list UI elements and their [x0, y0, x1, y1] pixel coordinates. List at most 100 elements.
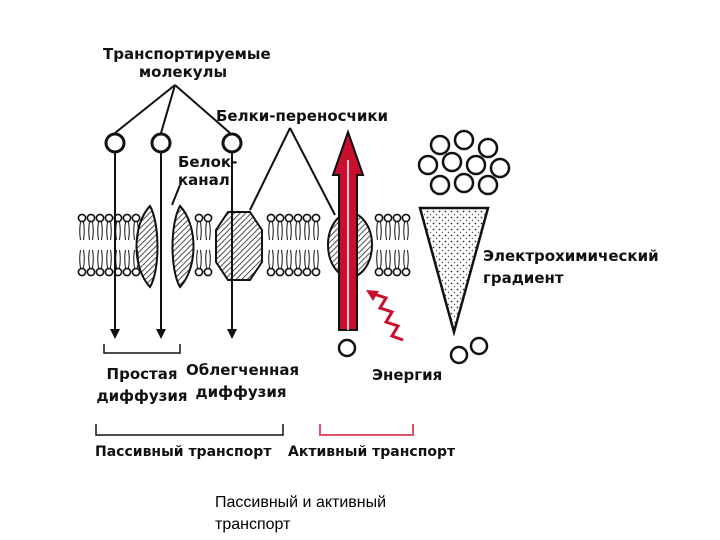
gradient-molecule: [449, 336, 489, 365]
cluster-molecule: [489, 157, 511, 179]
label-line: канал: [178, 171, 230, 189]
channel-protein-label: Белок- канал: [178, 153, 237, 189]
channel-protein: [135, 204, 195, 289]
lipid-head: [194, 213, 204, 223]
cluster-molecule: [477, 174, 499, 196]
active-transport-bracket: [319, 424, 414, 436]
label-line: Электрохимический: [483, 247, 659, 265]
channel-pointer-line: [171, 184, 181, 206]
lipid-head: [86, 267, 96, 277]
transported-molecules-label: Транспортируемые молекулы: [103, 45, 271, 81]
lipid-tail: [106, 249, 112, 269]
lipid-tail: [277, 249, 283, 269]
lipid-bilayer: [77, 213, 411, 277]
label-line: Простая: [106, 365, 178, 383]
lipid-head: [77, 213, 87, 223]
lipid-tail: [403, 249, 409, 269]
energy-arrow: [366, 290, 404, 342]
molecule-cluster: [417, 129, 511, 196]
lipid-tail: [394, 221, 400, 241]
carrier-proteins-label: Белки-переносчики: [216, 107, 389, 125]
active-transport-label: Активный транспорт: [288, 444, 456, 460]
lipid-head: [95, 267, 105, 277]
lipid-tail: [205, 249, 211, 269]
label-line: Облегченная: [186, 361, 300, 379]
lipid-tail: [295, 221, 301, 241]
cluster-molecule: [453, 129, 475, 151]
lipid-tail: [115, 221, 121, 241]
lipid-tail: [304, 221, 310, 241]
lipid-tail: [88, 221, 94, 241]
active-transport-arrow: [331, 128, 365, 331]
simple-diffusion-label: Простая диффузия: [92, 365, 192, 405]
lipid-head: [77, 267, 87, 277]
caption-line: транспорт: [215, 516, 291, 533]
lipid-tail: [385, 249, 391, 269]
lipid-head: [131, 213, 141, 223]
lipid-tail: [313, 249, 319, 269]
electrochemical-gradient-wedge: [418, 206, 490, 337]
lipid-head: [311, 213, 321, 223]
lipid-tail: [268, 249, 274, 269]
passive-transport-label: Пассивный транспорт: [95, 444, 272, 460]
molecule-pointer-lines: [114, 84, 231, 134]
diffusion-arrow: [110, 152, 237, 339]
lipid-head: [122, 267, 132, 277]
lipid-tail: [88, 249, 94, 269]
transported-molecule: [104, 132, 243, 154]
label-line: Транспортируемые: [103, 45, 271, 63]
label-line: диффузия: [96, 387, 188, 405]
cluster-molecule: [453, 172, 475, 194]
cluster-molecule: [429, 134, 451, 156]
lipid-tail: [277, 221, 283, 241]
label-line: молекулы: [138, 63, 228, 81]
lipid-tail: [196, 249, 202, 269]
lipid-tail: [97, 249, 103, 269]
figure-caption: Пассивный и активный транспорт: [215, 492, 386, 536]
lipid-tail: [376, 221, 382, 241]
carrier-protein-passive: [215, 211, 263, 281]
lipid-head: [86, 213, 96, 223]
electrochemical-gradient-label: Электрохимический градиент: [483, 247, 659, 287]
lipid-head: [311, 267, 321, 277]
lipid-tail: [403, 221, 409, 241]
lipid-head: [293, 213, 303, 223]
lipid-head: [284, 213, 294, 223]
lipid-tail: [286, 221, 292, 241]
lipid-tail: [286, 249, 292, 269]
lipid-tail: [268, 221, 274, 241]
lipid-head: [392, 213, 402, 223]
cluster-molecule: [429, 174, 451, 196]
facilitated-diffusion-label: Облегченная диффузия: [186, 361, 300, 401]
lipid-head: [284, 267, 294, 277]
passive-transport-bracket: [95, 424, 284, 436]
active-molecule-bottom: [337, 338, 357, 358]
lipid-head: [203, 267, 213, 277]
carrier-pointer-lines: [249, 127, 336, 216]
caption-line: Пассивный и активный: [215, 494, 387, 511]
cluster-molecule: [477, 137, 499, 159]
lipid-head: [104, 213, 114, 223]
lipid-head: [275, 267, 285, 277]
lipid-head: [401, 213, 411, 223]
lipid-tail: [79, 221, 85, 241]
label-line: диффузия: [195, 383, 287, 401]
lipid-tail: [196, 221, 202, 241]
lipid-tail: [79, 249, 85, 269]
lipid-head: [266, 213, 276, 223]
lipid-tail: [106, 221, 112, 241]
lipid-head: [275, 213, 285, 223]
lipid-tail: [97, 221, 103, 241]
label-line: градиент: [483, 269, 564, 287]
lipid-head: [194, 267, 204, 277]
lipid-head: [95, 213, 105, 223]
label-line: Белок-: [178, 153, 238, 171]
lipid-head: [392, 267, 402, 277]
lipid-tail: [313, 221, 319, 241]
lipid-tail: [394, 249, 400, 269]
cluster-molecule: [465, 154, 487, 176]
lipid-head: [302, 213, 312, 223]
lipid-tail: [376, 249, 382, 269]
lipid-head: [266, 267, 276, 277]
